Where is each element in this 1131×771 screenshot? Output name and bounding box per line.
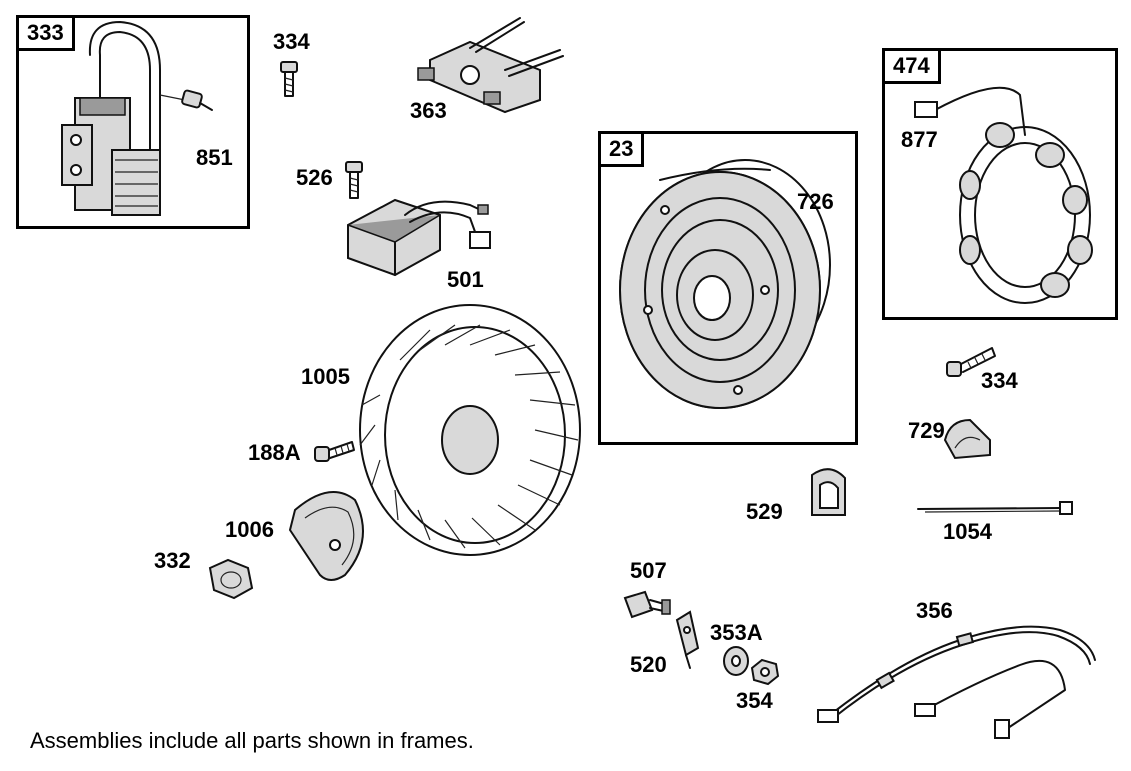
callout-501: 501 [447, 267, 484, 292]
callout-520: 520 [630, 652, 667, 677]
callout-353a: 353A [710, 620, 763, 645]
frame-333-label: 333 [16, 15, 75, 51]
callout-334-right: 334 [981, 368, 1018, 393]
plate-1006-drawing [288, 491, 364, 581]
clip-729-drawing [943, 418, 991, 460]
callout-729: 729 [908, 418, 945, 443]
bracket-363-drawing [417, 17, 564, 114]
cable-tie-1054-drawing [917, 501, 1073, 515]
wire-harness-356-drawing [817, 625, 1096, 739]
flywheel-fan-1005-drawing [359, 304, 581, 556]
bolt-334-right-drawing [946, 347, 996, 377]
flywheel-23-drawing [619, 159, 831, 409]
regulator-501-drawing [347, 198, 491, 277]
callout-334-top: 334 [273, 29, 310, 54]
frame-23-label: 23 [598, 131, 645, 167]
ignition-armature-drawing [61, 21, 213, 216]
callout-877: 877 [901, 127, 938, 152]
frame-333-assembly: 333 [16, 15, 250, 229]
callout-363: 363 [410, 98, 447, 123]
callout-726: 726 [797, 189, 834, 214]
callout-188a: 188A [248, 440, 301, 465]
assemblies-note: Assemblies include all parts shown in fr… [30, 728, 474, 753]
callout-1005: 1005 [301, 364, 350, 389]
grommet-529-drawing [811, 468, 846, 516]
callout-851: 851 [196, 145, 233, 170]
callout-356: 356 [916, 598, 953, 623]
bolt-334-top-drawing [280, 61, 298, 97]
callout-1006: 1006 [225, 517, 274, 542]
bolt-188a-drawing [314, 441, 355, 462]
callout-332: 332 [154, 548, 191, 573]
terminal-507-drawing [623, 590, 671, 619]
frame-474-assembly: 474 [882, 48, 1118, 320]
frame-474-label: 474 [882, 48, 941, 84]
stator-474-drawing [914, 86, 1093, 304]
callout-526: 526 [296, 165, 333, 190]
callout-1054: 1054 [943, 519, 992, 544]
nut-354-drawing [750, 658, 780, 686]
nut-332-drawing [208, 558, 254, 600]
bracket-520-drawing [675, 610, 700, 669]
callout-354: 354 [736, 688, 773, 713]
screw-526-drawing [345, 161, 363, 199]
callout-529: 529 [746, 499, 783, 524]
callout-507: 507 [630, 558, 667, 583]
lock-washer-353a-drawing [723, 646, 749, 676]
frame-23-assembly: 23 [598, 131, 858, 445]
